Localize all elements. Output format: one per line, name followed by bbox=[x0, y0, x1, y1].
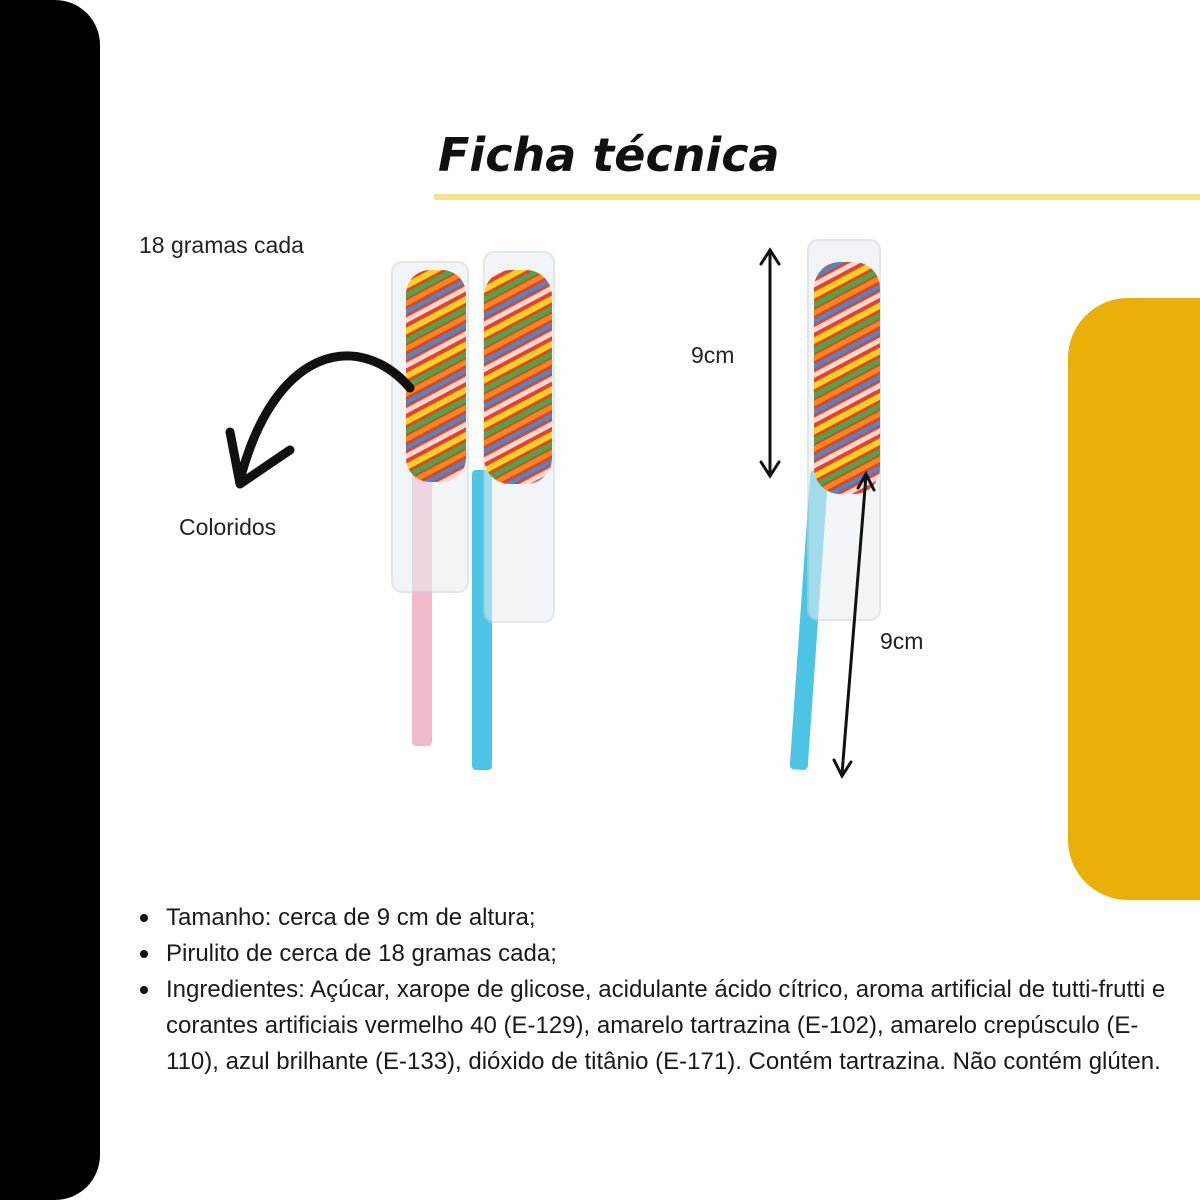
detail-size: Tamanho: cerca de 9 cm de altura; bbox=[136, 900, 1166, 936]
right-yellow-block bbox=[1068, 298, 1200, 900]
lollipop-middle bbox=[472, 251, 555, 770]
weight-label: 18 gramas cada bbox=[139, 232, 304, 258]
colors-label: Coloridos bbox=[179, 514, 277, 540]
detail-ingredients: Ingredientes: Açúcar, xarope de glicose,… bbox=[136, 972, 1166, 1080]
page-title: Ficha técnica bbox=[438, 128, 780, 182]
product-details-list: Tamanho: cerca de 9 cm de altura; Piruli… bbox=[136, 900, 1166, 1080]
height-label-bottom: 9cm bbox=[880, 628, 924, 654]
title-underline bbox=[434, 194, 1200, 200]
left-black-bar bbox=[0, 0, 100, 1200]
detail-weight: Pirulito de cerca de 18 gramas cada; bbox=[136, 936, 1166, 972]
lollipop-left bbox=[391, 261, 469, 746]
height-label-top: 9cm bbox=[691, 342, 735, 368]
lollipop-right bbox=[789, 239, 881, 770]
dimension-arrow-bottom bbox=[832, 470, 876, 780]
dimension-arrow-top bbox=[759, 247, 781, 479]
curved-arrow-icon bbox=[225, 351, 415, 489]
